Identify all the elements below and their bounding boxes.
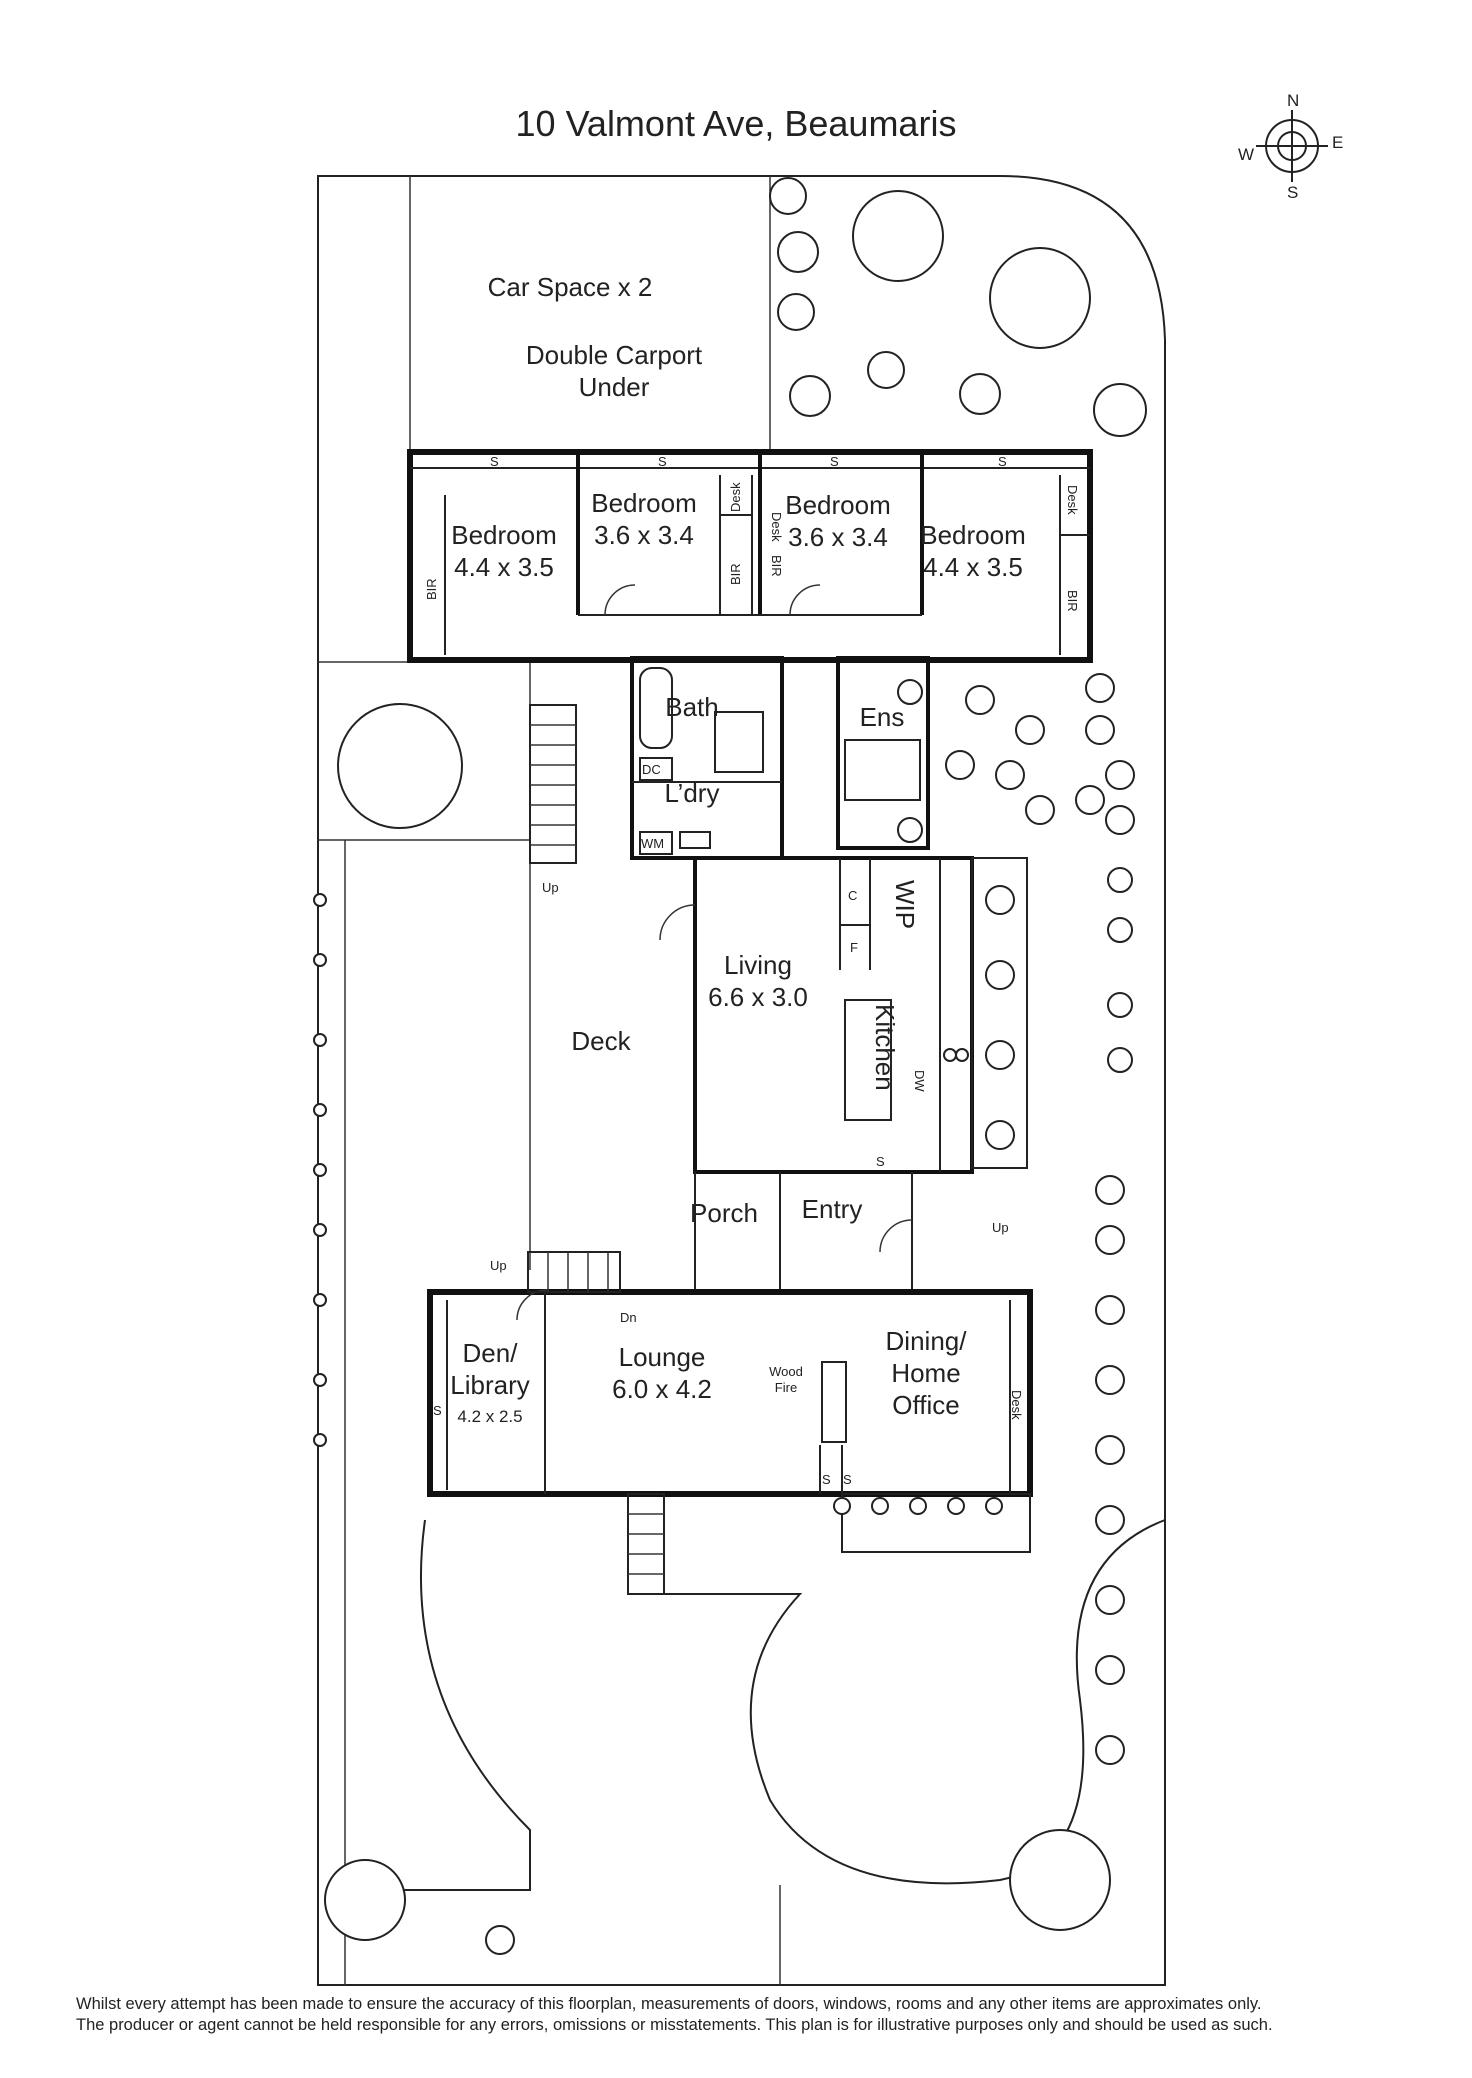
stair-up-2: Up [490, 1258, 507, 1273]
kitchen-dw: DW [912, 1070, 927, 1092]
kitchen-s: S [876, 1154, 885, 1169]
ensuite-label: Ens [860, 702, 905, 732]
entry-area [694, 1172, 1030, 1293]
wood-fire-1: Wood [769, 1364, 803, 1379]
bedroom-2-name: Bedroom [591, 488, 697, 518]
kitchen-c: C [848, 888, 857, 903]
den-s: S [433, 1403, 442, 1418]
bedroom-4-bir: BIR [1065, 590, 1080, 612]
stair-up-1: Up [542, 880, 559, 895]
bedroom-2-bir: BIR [728, 563, 743, 585]
wood-fire-2: Fire [775, 1380, 797, 1395]
den-label-2: Library [450, 1370, 529, 1400]
dining-label-1: Dining/ [886, 1326, 968, 1356]
lounge-size: 6.0 x 4.2 [612, 1374, 712, 1404]
wip-label: WIP [890, 880, 920, 929]
lounge-s1: S [822, 1472, 831, 1487]
bedroom-1-name: Bedroom [451, 520, 557, 550]
property-boundary [317, 175, 1166, 1986]
living-name: Living [724, 950, 792, 980]
compass-icon: N S E W [1238, 91, 1343, 202]
garden-path-left [345, 1519, 531, 1891]
wm-label: WM [641, 836, 664, 851]
garden-path-right [664, 1519, 1166, 1885]
compass-e: E [1332, 133, 1343, 152]
bedroom-4-name: Bedroom [920, 520, 1026, 550]
living-kitchen [659, 856, 1028, 1174]
stair-dn: Dn [620, 1310, 637, 1325]
window-s-3: S [830, 454, 839, 469]
car-space-label: Car Space x 2 [488, 272, 653, 302]
dc-label: DC [642, 762, 661, 777]
dining-desk: Desk [1009, 1390, 1024, 1420]
bedroom-4-desk: Desk [1065, 485, 1080, 515]
kitchen-label: Kitchen [870, 1004, 900, 1091]
disclaimer-line-1: Whilst every attempt has been made to en… [76, 1995, 1262, 2013]
porch-label: Porch [690, 1198, 758, 1228]
window-s-1: S [490, 454, 499, 469]
bedroom-3-name: Bedroom [785, 490, 891, 520]
bedroom-3-desk: Desk [769, 512, 784, 542]
compass-w: W [1238, 145, 1254, 164]
living-size: 6.6 x 3.0 [708, 982, 808, 1012]
den-label-1: Den/ [463, 1338, 519, 1368]
bedroom-3-size: 3.6 x 3.4 [788, 522, 888, 552]
compass-s: S [1287, 183, 1298, 202]
carport-label-1: Double Carport [526, 340, 703, 370]
bedroom-2-size: 3.6 x 3.4 [594, 520, 694, 550]
window-s-4: S [998, 454, 1007, 469]
dining-label-2: Home [891, 1358, 960, 1388]
bedroom-1-bir: BIR [424, 578, 439, 600]
plan-title: 10 Valmont Ave, Beaumaris [516, 103, 957, 144]
dining-label-3: Office [892, 1390, 959, 1420]
window-s-2: S [658, 454, 667, 469]
bedroom-1-size: 4.4 x 3.5 [454, 552, 554, 582]
deck-label: Deck [571, 1026, 631, 1056]
entry-up: Up [992, 1220, 1009, 1235]
laundry-label: L’dry [665, 778, 720, 808]
front-wing [427, 1289, 1033, 1553]
stairs [527, 704, 665, 1595]
bath-label: Bath [665, 692, 719, 722]
disclaimer: Whilst every attempt has been made to en… [76, 1994, 1416, 2036]
wet-areas [630, 656, 930, 860]
disclaimer-line-2: The producer or agent cannot be held res… [76, 2016, 1273, 2034]
tree-icons [313, 177, 1147, 1955]
kitchen-f: F [850, 940, 858, 955]
lounge-s2: S [843, 1472, 852, 1487]
compass-n: N [1287, 91, 1299, 110]
carport-label-2: Under [579, 372, 650, 402]
bedroom-2-desk: Desk [728, 482, 743, 512]
bedroom-4-size: 4.4 x 3.5 [923, 552, 1023, 582]
entry-label: Entry [802, 1194, 863, 1224]
bedroom-3-bir: BIR [769, 555, 784, 577]
lounge-name: Lounge [619, 1342, 706, 1372]
den-size: 4.2 x 2.5 [457, 1407, 522, 1426]
